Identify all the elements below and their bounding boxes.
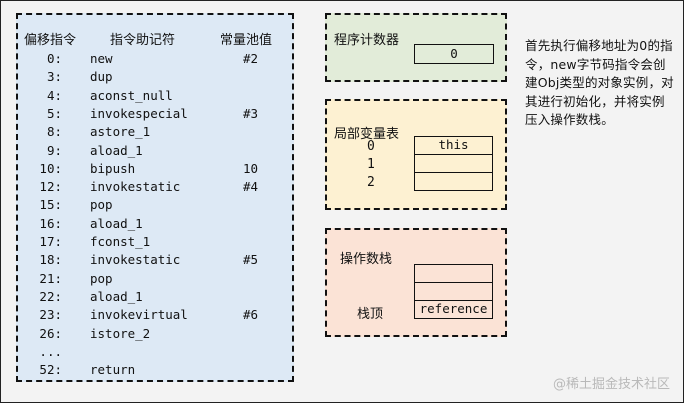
instruction-mnemonic: invokevirtual: [90, 307, 188, 323]
slot-index: 1: [367, 157, 375, 172]
bytecode-row: 9: aload_1: [18, 143, 292, 161]
bytecode-row: 15: pop: [18, 197, 292, 215]
instruction-mnemonic: fconst_1: [90, 234, 151, 249]
header-mnemonic: 指令助记符: [110, 33, 176, 48]
bytecode-row: 26: istore_2: [18, 326, 292, 344]
instruction-mnemonic: return: [90, 362, 136, 378]
bytecode-row: 12: invokestatic #4: [18, 179, 292, 197]
header-constant-pool: 常量池值: [220, 33, 273, 48]
bytecode-row: 0: new #2: [18, 51, 292, 69]
instruction-offset: 22:: [39, 288, 62, 304]
bytecode-row: 8: astore_1: [18, 124, 292, 142]
instruction-mnemonic: bipush: [90, 160, 136, 176]
instruction-mnemonic: istore_2: [90, 325, 151, 341]
bytecode-row: 5: invokespecial #3: [18, 106, 292, 124]
instruction-offset: 21:: [39, 270, 62, 286]
bytecode-row: 23: invokevirtual #6: [18, 307, 292, 325]
constant-pool-ref: #6: [243, 307, 259, 323]
instruction-mnemonic: aconst_null: [90, 87, 173, 103]
constant-pool-ref: #2: [243, 51, 259, 66]
instruction-offset: ...: [39, 343, 62, 359]
slot-cell: this: [414, 136, 493, 155]
instruction-mnemonic: aload_1: [90, 215, 143, 231]
instruction-offset: 52:: [39, 362, 62, 378]
bytecode-row: 21: pop: [18, 271, 292, 289]
pc-value-box: 0: [414, 44, 494, 64]
instruction-mnemonic: invokestatic: [90, 252, 181, 268]
bytecode-row: 18: invokestatic #5: [18, 252, 292, 270]
bytecode-row: 10: bipush 10: [18, 161, 292, 179]
stack-cell: [414, 264, 493, 283]
explanation-note: 首先执行偏移地址为0的指令，new字节码指令会创建Obj类型的对象实例，对其进行…: [525, 38, 674, 127]
stack-title: 操作数栈: [340, 252, 393, 267]
instruction-offset: 8:: [46, 124, 62, 140]
instruction-offset: 26:: [39, 325, 62, 341]
bytecode-row: 17: fconst_1: [18, 234, 292, 252]
constant-pool-ref: #5: [243, 252, 259, 268]
instruction-offset: 18:: [39, 252, 62, 268]
slot-cell: [414, 172, 493, 191]
watermark: @稀土掘金技术社区: [552, 377, 670, 392]
instruction-offset: 12:: [39, 179, 62, 195]
instruction-offset: 10:: [39, 160, 62, 176]
instruction-offset: 16:: [39, 215, 62, 231]
instruction-mnemonic: dup: [90, 69, 113, 85]
slot-index: 0: [367, 139, 375, 154]
instruction-offset: 15:: [39, 197, 62, 213]
operand-stack-panel: 操作数栈 栈顶 reference: [325, 228, 507, 337]
stack-top-label: 栈顶: [357, 307, 384, 322]
instruction-mnemonic: invokestatic: [90, 179, 181, 195]
constant-pool-ref: 10: [243, 160, 259, 176]
instruction-offset: 4:: [46, 87, 62, 103]
stack-cell: [414, 282, 493, 301]
instruction-mnemonic: aload_1: [90, 288, 143, 304]
locals-title: 局部变量表: [334, 127, 400, 142]
local-variable-table-panel: 局部变量表 0 1 2 this: [325, 99, 507, 210]
bytecode-row: 52: return: [18, 362, 292, 380]
header-offset: 偏移指令: [24, 33, 77, 48]
stack-cell-top: reference: [414, 300, 493, 319]
instruction-mnemonic: new: [90, 51, 113, 66]
program-counter-panel: 程序计数器 0: [325, 13, 507, 82]
instruction-mnemonic: pop: [90, 197, 113, 213]
bytecode-row: 4: aconst_null: [18, 88, 292, 106]
instruction-offset: 23:: [39, 307, 62, 323]
pc-title: 程序计数器: [334, 33, 400, 48]
instruction-mnemonic: invokespecial: [90, 105, 188, 121]
instruction-mnemonic: pop: [90, 270, 113, 286]
instruction-offset: 9:: [46, 142, 62, 158]
constant-pool-ref: #3: [243, 105, 259, 121]
instruction-mnemonic: aload_1: [90, 142, 143, 158]
bytecode-panel: 偏移指令 指令助记符 常量池值 0: new #2 3: dup 4: aconst_nul…: [16, 13, 294, 382]
instruction-mnemonic: astore_1: [90, 124, 151, 140]
instruction-offset: 0:: [46, 51, 62, 66]
instruction-offset: 5:: [46, 105, 62, 121]
bytecode-row: ...: [18, 344, 292, 362]
bytecode-row: 3: dup: [18, 69, 292, 87]
constant-pool-ref: #4: [243, 179, 259, 195]
slot-index: 2: [367, 175, 375, 190]
instruction-offset: 3:: [46, 69, 62, 85]
instruction-offset: 17:: [39, 234, 62, 249]
bytecode-row: 22: aload_1: [18, 289, 292, 307]
bytecode-row: 16: aload_1: [18, 216, 292, 234]
slot-cell: [414, 154, 493, 173]
